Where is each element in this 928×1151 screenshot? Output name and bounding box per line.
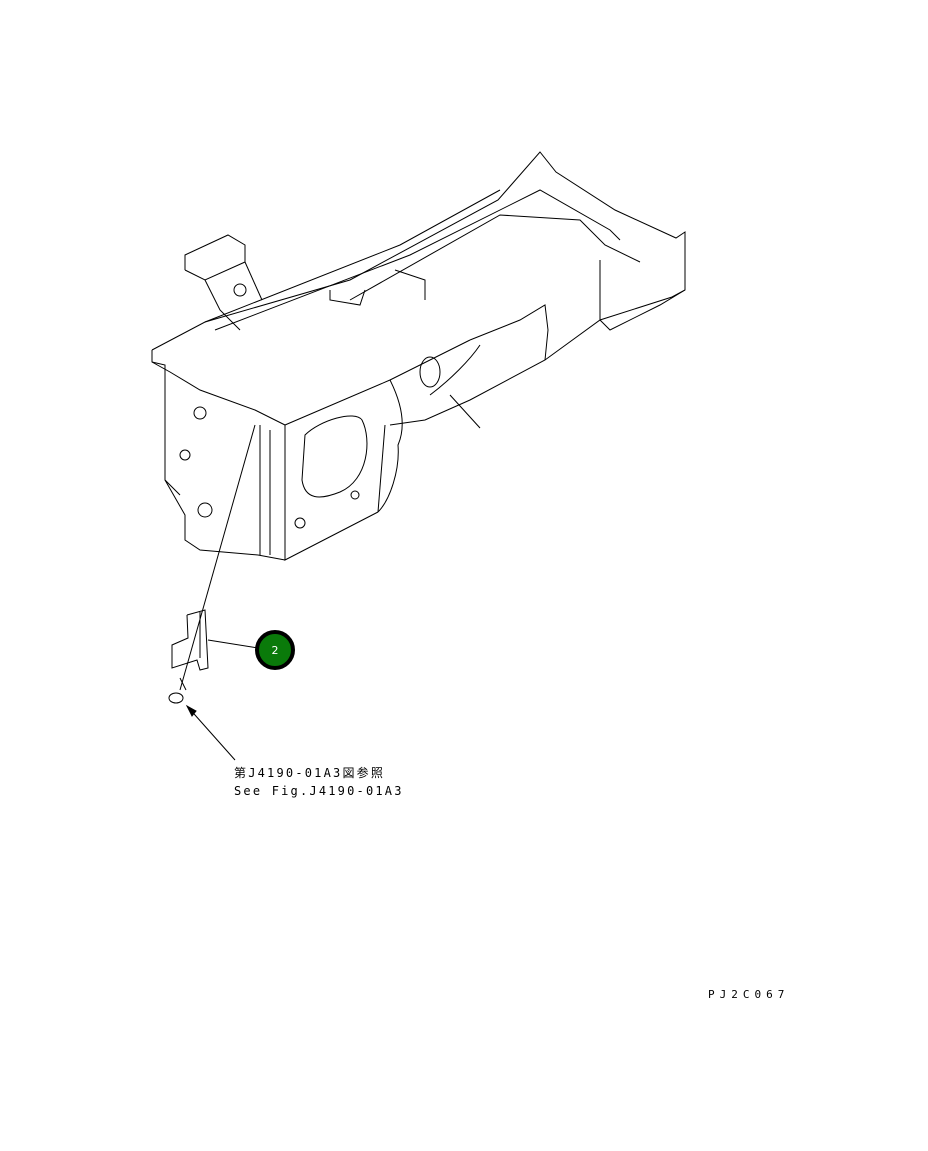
main-frame: [151, 151, 686, 561]
reference-note-jp: 第J4190-01A3図参照: [234, 766, 386, 780]
leader-line-bracket: [179, 424, 256, 691]
reference-note-en: See Fig.J4190-01A3: [234, 784, 404, 798]
drawing-code: PJ2C067: [708, 988, 790, 1001]
bracket-part: [171, 609, 259, 671]
callout-badge-2[interactable]: 2: [255, 630, 295, 670]
leader-line-frame: [449, 394, 481, 429]
callout-number: 2: [271, 643, 279, 657]
bolt-part: [168, 677, 187, 704]
reference-arrow: [185, 704, 236, 761]
